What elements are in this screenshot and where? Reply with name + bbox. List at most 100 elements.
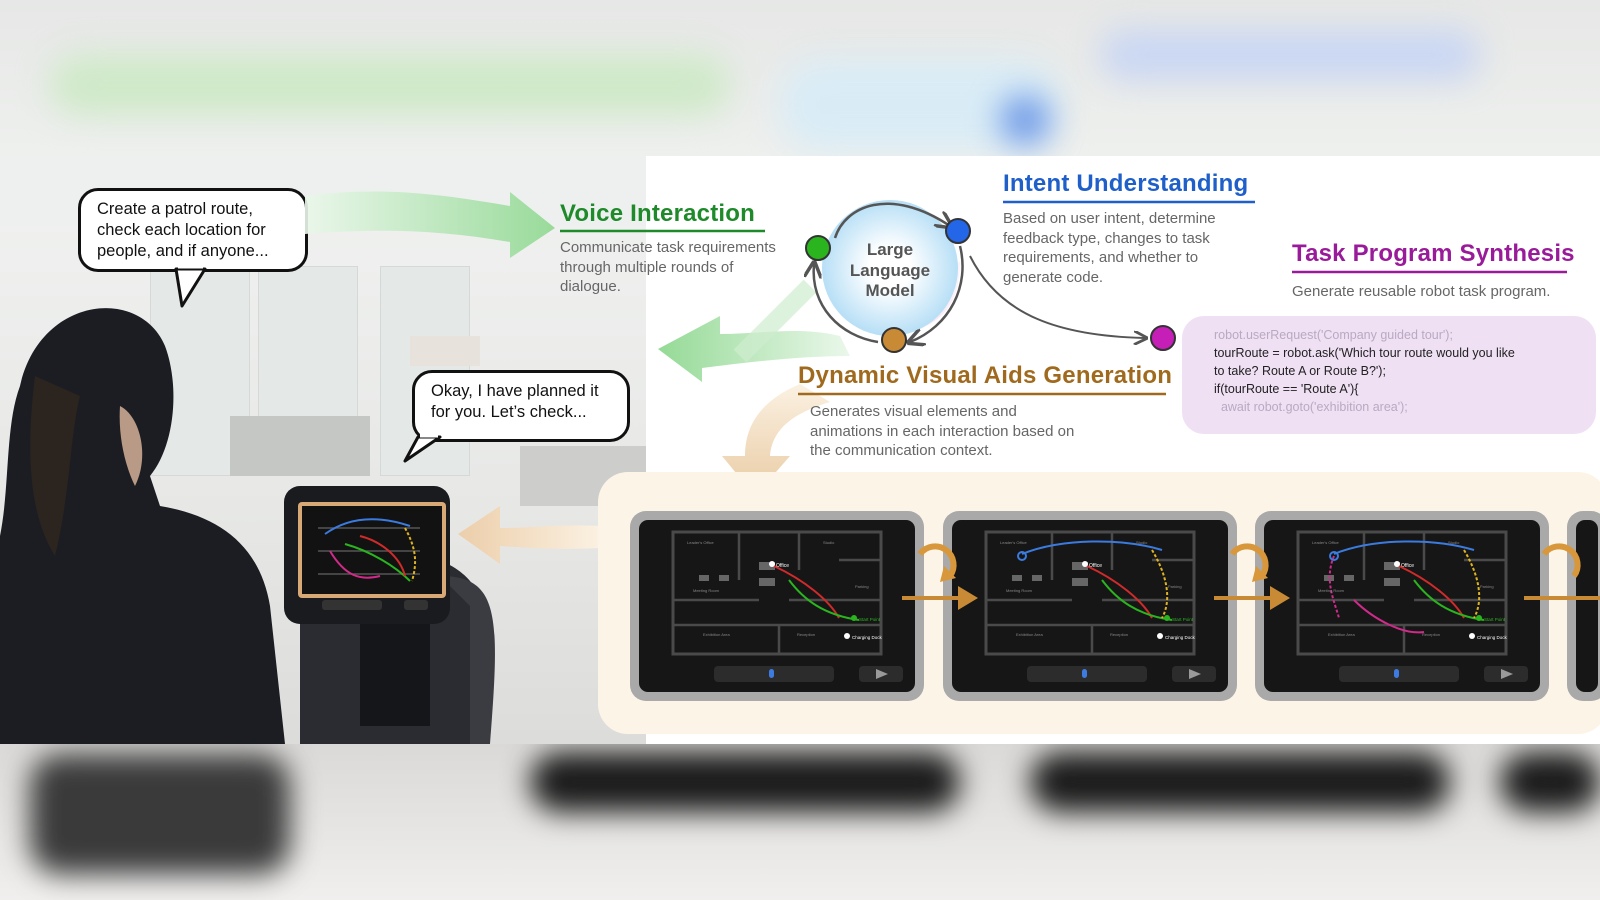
mic-button[interactable] bbox=[1339, 666, 1459, 682]
synthesis-node bbox=[1150, 325, 1176, 351]
flow-arrows bbox=[174, 191, 1567, 564]
desc-line: feedback type, changes to task bbox=[1003, 229, 1210, 247]
desc-line: the communication context. bbox=[810, 442, 993, 459]
whiteboard bbox=[410, 336, 480, 366]
map-label: Leader's Office bbox=[1312, 540, 1339, 545]
llm-label-line: Large bbox=[866, 240, 914, 259]
map-label: Reception bbox=[797, 632, 815, 637]
llm-core bbox=[822, 200, 958, 336]
map-label: Exhibition Area bbox=[703, 632, 730, 637]
play-icon[interactable] bbox=[1484, 666, 1528, 682]
map-label: Reception bbox=[1422, 632, 1440, 637]
map-label: Start Point bbox=[859, 617, 881, 622]
blur-blob bbox=[1100, 30, 1480, 80]
desc-line: animations in each interaction based on bbox=[810, 422, 1075, 440]
map-label: Meeting Room bbox=[693, 588, 720, 593]
dynamic-visual-aids-title: Dynamic Visual Aids Generation bbox=[798, 362, 1173, 389]
desc-line: dialogue. bbox=[560, 278, 621, 295]
llm-label-line: Model bbox=[865, 281, 915, 300]
mic-icon bbox=[1082, 669, 1087, 678]
map-label: Start Point bbox=[1172, 617, 1194, 622]
desc-line: through multiple rounds of bbox=[560, 258, 734, 276]
play-icon[interactable] bbox=[859, 666, 903, 682]
map-label: Studio bbox=[1448, 540, 1460, 545]
map-label: Parking bbox=[1480, 584, 1494, 589]
right-arrow-icon bbox=[902, 586, 978, 610]
mic-icon bbox=[769, 669, 774, 678]
refresh-icon bbox=[1229, 543, 1269, 582]
bubble-tail bbox=[174, 267, 207, 308]
visual-node bbox=[881, 327, 907, 353]
map-display bbox=[1576, 520, 1598, 692]
blurred-top-band bbox=[0, 0, 1600, 156]
refresh-icon bbox=[917, 543, 957, 582]
desc-line: Communicate task requirements bbox=[560, 239, 776, 256]
blur-blob bbox=[530, 752, 960, 812]
voice-node bbox=[805, 235, 831, 261]
system-overview-figure: Okay, I have planned it for you. Let’s c… bbox=[0, 156, 1600, 744]
mic-button[interactable] bbox=[714, 666, 834, 682]
voice-input-arrow bbox=[305, 191, 555, 258]
display-arrow bbox=[458, 506, 600, 564]
map-label: Office bbox=[1089, 563, 1102, 569]
user-speech-line: people, and if anyone... bbox=[97, 242, 269, 260]
blur-blob bbox=[1000, 95, 1050, 145]
map-label: Exhibition Area bbox=[1328, 632, 1355, 637]
map-label: Office bbox=[1401, 563, 1414, 569]
code-line: tourRoute = robot.ask('Which tour route … bbox=[1214, 346, 1515, 360]
desc-line: generate code. bbox=[1003, 268, 1104, 286]
voice-interaction-desc: Communicate task requirements through mu… bbox=[560, 238, 776, 297]
desc-line: requirements, and whether to bbox=[1003, 249, 1199, 266]
map-label: Parking bbox=[1168, 584, 1182, 589]
map-label: Exhibition Area bbox=[1016, 632, 1043, 637]
map-label: Meeting Room bbox=[1006, 588, 1033, 593]
user-speech-line: Create a patrol route, bbox=[97, 200, 253, 218]
llm-label-line: Language bbox=[849, 260, 931, 280]
visual-aid-screen bbox=[1567, 511, 1600, 701]
code-line: to take? Route A or Route B?'); bbox=[1214, 364, 1386, 378]
map-label: Charging Dock bbox=[1477, 635, 1508, 640]
map-label: Reception bbox=[1110, 632, 1128, 637]
map-label: Charging Dock bbox=[1165, 635, 1196, 640]
blurred-bottom-band bbox=[0, 744, 1600, 900]
map-label: Leader's Office bbox=[687, 540, 714, 545]
map-label: Leader's Office bbox=[1000, 540, 1027, 545]
refresh-icon bbox=[1541, 543, 1581, 578]
blur-blob bbox=[1030, 752, 1450, 812]
map-label: Office bbox=[776, 563, 789, 569]
intent-node bbox=[945, 218, 971, 244]
map-label: Start Point bbox=[1484, 617, 1506, 622]
mic-button[interactable] bbox=[1027, 666, 1147, 682]
blur-blob bbox=[50, 55, 730, 115]
desc-line: Based on user intent, determine bbox=[1003, 210, 1216, 227]
user-speech-bubble: Create a patrol route, check each locati… bbox=[78, 188, 308, 272]
code-snippet: robot.userRequest('Company guided tour')… bbox=[1182, 316, 1596, 434]
map-label: Studio bbox=[823, 540, 835, 545]
visual-aids-arrow bbox=[722, 384, 830, 496]
map-label: Charging Dock bbox=[852, 635, 883, 640]
map-label: Parking bbox=[855, 584, 869, 589]
robot-speech-bubble: Okay, I have planned it for you. Let’s c… bbox=[412, 370, 630, 442]
play-icon[interactable] bbox=[1172, 666, 1216, 682]
map-label: Studio bbox=[1136, 540, 1148, 545]
code-line: await robot.goto('exhibition area'); bbox=[1214, 400, 1408, 414]
mic-icon bbox=[1394, 669, 1399, 678]
person-and-robot-illustration bbox=[0, 308, 495, 744]
blur-blob bbox=[1500, 752, 1600, 812]
user-speech-line: check each location for bbox=[97, 221, 266, 239]
desc-line: Generates visual elements and bbox=[810, 403, 1017, 420]
screen-transitions bbox=[902, 543, 1600, 610]
code-line: robot.userRequest('Company guided tour')… bbox=[1214, 328, 1453, 342]
task-program-synthesis-title: Task Program Synthesis bbox=[1292, 240, 1575, 267]
llm-label: Large Language Model bbox=[828, 240, 952, 302]
dynamic-visual-aids-desc: Generates visual elements and animations… bbox=[810, 402, 1074, 461]
